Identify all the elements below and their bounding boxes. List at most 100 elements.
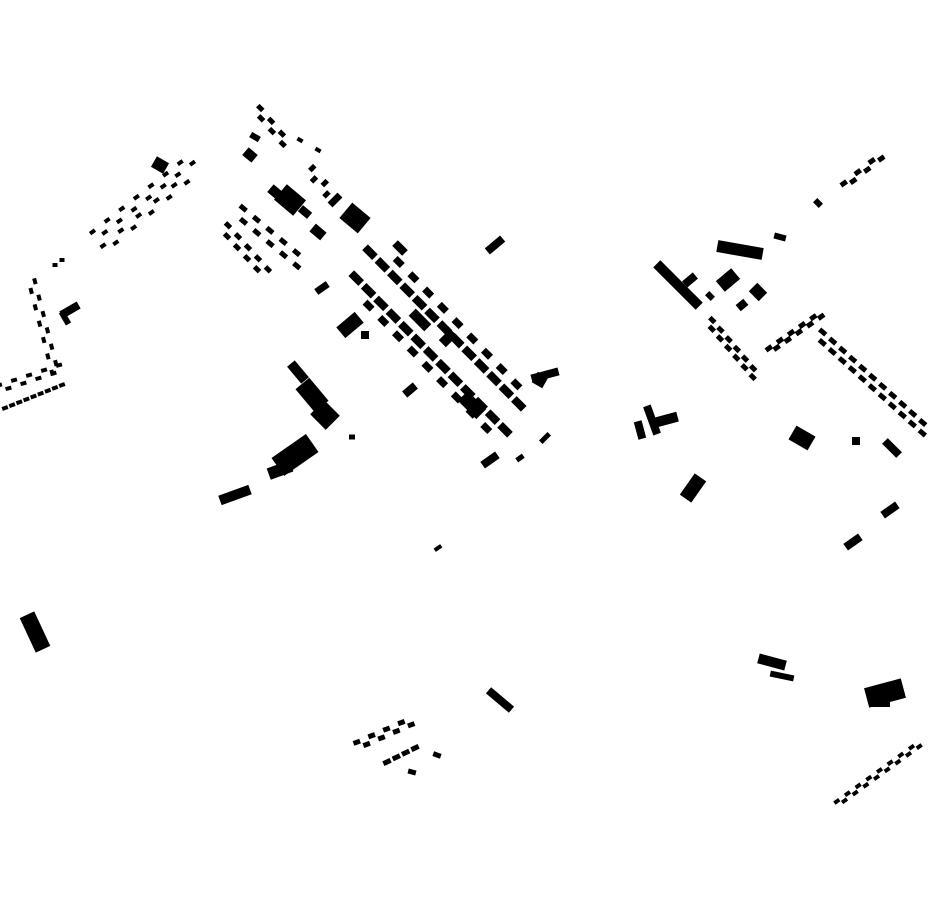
building <box>333 193 342 203</box>
building <box>457 390 487 420</box>
building <box>147 182 155 190</box>
building <box>407 271 420 284</box>
building <box>32 277 38 285</box>
building <box>238 216 249 226</box>
building <box>112 239 120 247</box>
building <box>870 697 890 707</box>
building <box>833 798 841 805</box>
building <box>287 360 309 384</box>
building <box>115 217 124 225</box>
building <box>422 346 439 362</box>
building <box>135 212 143 219</box>
building <box>392 240 408 256</box>
building <box>466 332 479 345</box>
building <box>538 431 552 445</box>
building <box>183 178 191 186</box>
building <box>278 250 289 260</box>
building <box>805 320 815 329</box>
building <box>735 298 749 312</box>
building <box>882 438 902 458</box>
building <box>769 670 795 682</box>
building <box>277 129 287 138</box>
building <box>373 295 389 312</box>
building <box>480 451 500 469</box>
building <box>40 367 48 373</box>
building <box>828 336 838 346</box>
building <box>908 408 918 418</box>
building <box>917 428 927 438</box>
building <box>837 356 847 366</box>
building <box>377 314 390 327</box>
building <box>266 116 276 126</box>
building <box>876 154 886 163</box>
building <box>406 345 419 358</box>
building <box>252 228 262 237</box>
building <box>251 214 262 224</box>
building <box>48 343 55 351</box>
building <box>152 197 160 204</box>
building <box>848 176 858 186</box>
building <box>320 178 330 188</box>
building <box>360 282 377 299</box>
building <box>421 360 434 373</box>
building <box>249 131 261 143</box>
building <box>339 202 371 234</box>
building <box>894 758 902 766</box>
building <box>515 453 525 463</box>
building <box>486 370 502 387</box>
building <box>775 336 785 345</box>
building <box>818 327 828 337</box>
building <box>633 420 647 440</box>
building <box>349 434 355 440</box>
building <box>485 687 515 713</box>
building <box>484 409 501 425</box>
building <box>382 758 392 766</box>
building <box>867 156 877 166</box>
buildings-layer <box>0 103 928 805</box>
building <box>278 139 287 149</box>
building <box>385 308 402 324</box>
building <box>716 240 764 260</box>
building <box>58 382 66 388</box>
building <box>904 750 913 758</box>
building <box>103 216 111 224</box>
building <box>352 738 361 746</box>
building <box>0 382 3 388</box>
building <box>408 308 432 332</box>
building <box>10 377 18 383</box>
building <box>267 126 277 136</box>
building <box>265 239 275 249</box>
building <box>292 261 302 271</box>
building <box>243 243 253 252</box>
building <box>868 372 878 382</box>
building <box>813 198 823 208</box>
building <box>716 325 725 334</box>
building <box>253 254 263 263</box>
building <box>5 385 12 392</box>
building <box>263 265 273 274</box>
building <box>651 411 679 429</box>
building <box>99 242 107 250</box>
building <box>531 371 549 389</box>
building <box>145 194 153 202</box>
building <box>52 263 58 267</box>
building <box>297 205 313 219</box>
building <box>907 743 916 751</box>
building <box>495 363 508 376</box>
building <box>296 136 304 144</box>
building <box>117 227 125 234</box>
building <box>314 146 322 154</box>
building <box>653 260 703 310</box>
building <box>19 611 51 653</box>
building <box>897 410 907 420</box>
building <box>887 401 897 411</box>
building <box>848 354 858 364</box>
building <box>267 184 283 200</box>
building <box>118 205 126 213</box>
building <box>827 347 837 357</box>
building <box>374 257 391 273</box>
building <box>497 422 513 438</box>
building <box>382 725 391 733</box>
building <box>907 419 917 429</box>
building <box>886 759 894 767</box>
